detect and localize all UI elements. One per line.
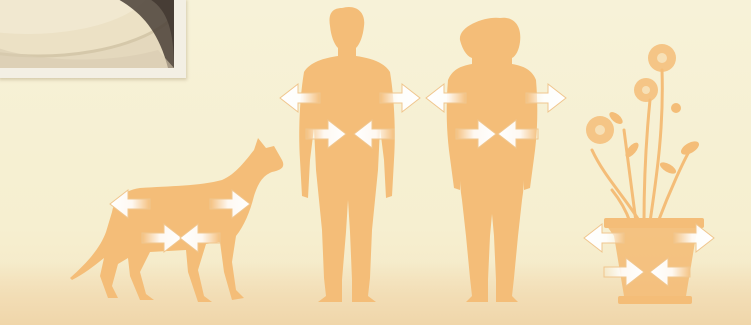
- dog-silhouette-icon: [70, 138, 283, 302]
- man-silhouette-icon: [299, 7, 395, 302]
- woman-silhouette-icon: [447, 18, 538, 302]
- flower-pot-icon: [586, 44, 704, 304]
